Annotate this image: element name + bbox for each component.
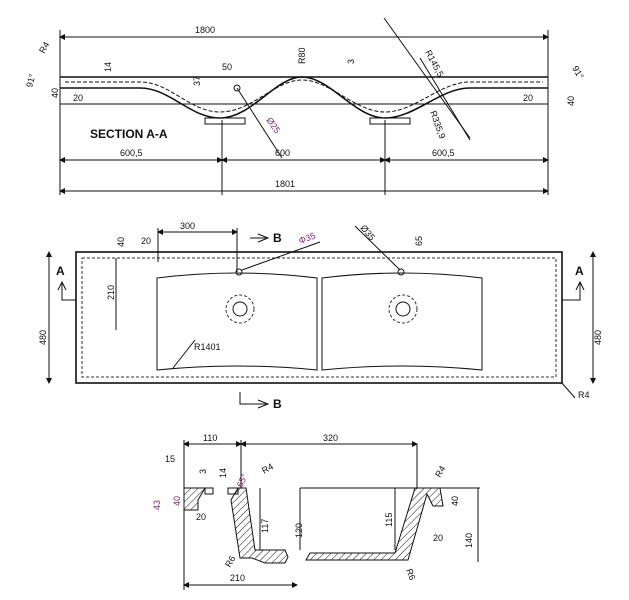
dim-r6-left: R6: [223, 554, 237, 569]
tap-hole-icon: [233, 84, 241, 92]
dim-40-left: 40: [50, 88, 60, 98]
dim-20-left: 20: [73, 93, 83, 103]
counter-outline: [75, 251, 563, 384]
section-mark-b-bottom: B: [273, 397, 282, 411]
dim-20-right: 20: [523, 93, 533, 103]
section-mark-a-left: A: [56, 264, 65, 278]
dim-r6-right: R6: [404, 567, 417, 581]
section-a-a-title: SECTION A-A: [90, 127, 168, 141]
front-lip-section: [183, 487, 206, 511]
drain-right-icon: [388, 294, 418, 324]
tap-hole-right-icon: [397, 268, 405, 276]
dim-1800: 1800: [195, 25, 215, 35]
section-a-a: 1800 SECTION A-A 600,5 600 600,5 1801 R4…: [24, 17, 586, 195]
dim-300: 300: [180, 221, 195, 231]
dim-3: 3: [346, 59, 356, 64]
basin-right-wall-section: [305, 487, 444, 561]
tap-hole-left-icon: [235, 268, 243, 276]
dim-65: 65: [414, 236, 424, 246]
dim-600: 600: [275, 148, 290, 158]
drain-left-icon: [225, 294, 255, 324]
section-mark-a-right: A: [575, 264, 584, 278]
dim-angle-right: 91°: [570, 64, 586, 81]
dim-14: 14: [103, 62, 113, 72]
dim-320: 320: [323, 433, 338, 443]
dim-40: 40: [116, 237, 126, 247]
dim-1801: 1801: [275, 179, 295, 189]
dim-110: 110: [203, 433, 217, 443]
dim-115: 115: [384, 513, 394, 527]
dim-20: 20: [141, 236, 151, 246]
dim-140: 140: [464, 533, 474, 548]
dim-40-left: 40: [172, 496, 182, 506]
basin-right: [321, 272, 483, 371]
dim-angle-left: 91°: [24, 72, 37, 88]
plan-view: 300 40 20 210 Φ35 Ø35 65 480 480 R1401 R…: [38, 221, 603, 411]
dim-r80: R80: [297, 47, 307, 64]
dim-dia25: Ø25: [264, 115, 282, 135]
dim-600-5-left: 600,5: [120, 148, 143, 158]
dim-14: 14: [218, 468, 228, 478]
dim-r145-5: R145,5: [423, 48, 445, 78]
dim-480-left: 480: [38, 330, 48, 345]
dim-117: 117: [260, 519, 270, 533]
dim-37: 37: [192, 76, 202, 86]
section-mark-b-top: B: [273, 231, 282, 245]
dim-r335-9: R335,9: [428, 109, 447, 140]
dim-dia35-right: Ø35: [358, 223, 377, 242]
section-b-b: 110 320 210 15 3 14 65° R4 R4 43 40 20 1…: [152, 433, 480, 590]
dim-20-right: 20: [433, 533, 443, 543]
dim-angle-65: 65°: [235, 472, 250, 489]
dim-r4-left: R4: [260, 461, 275, 475]
dim-40-right: 40: [566, 96, 576, 106]
dim-dia35-left: Φ35: [297, 231, 317, 246]
dim-15: 15: [165, 454, 175, 464]
basin-left-wall-section: [230, 487, 289, 564]
dim-3: 3: [198, 469, 208, 474]
dim-210: 210: [230, 573, 245, 583]
basin-left: [156, 272, 318, 371]
dim-r1401: R1401: [194, 342, 221, 352]
dim-600-5-right: 600,5: [432, 148, 455, 158]
dim-20-left: 20: [196, 512, 206, 522]
dim-210: 210: [106, 285, 116, 300]
dim-r4-corner: R4: [578, 390, 590, 400]
dim-40-right: 40: [450, 496, 460, 506]
dim-r4: R4: [37, 40, 51, 55]
dim-43: 43: [152, 500, 162, 510]
dim-120: 120: [294, 523, 304, 538]
dim-480-right: 480: [593, 330, 603, 345]
dim-50: 50: [222, 62, 232, 72]
basin-profile: [60, 76, 548, 119]
dim-r4-right: R4: [433, 464, 447, 479]
